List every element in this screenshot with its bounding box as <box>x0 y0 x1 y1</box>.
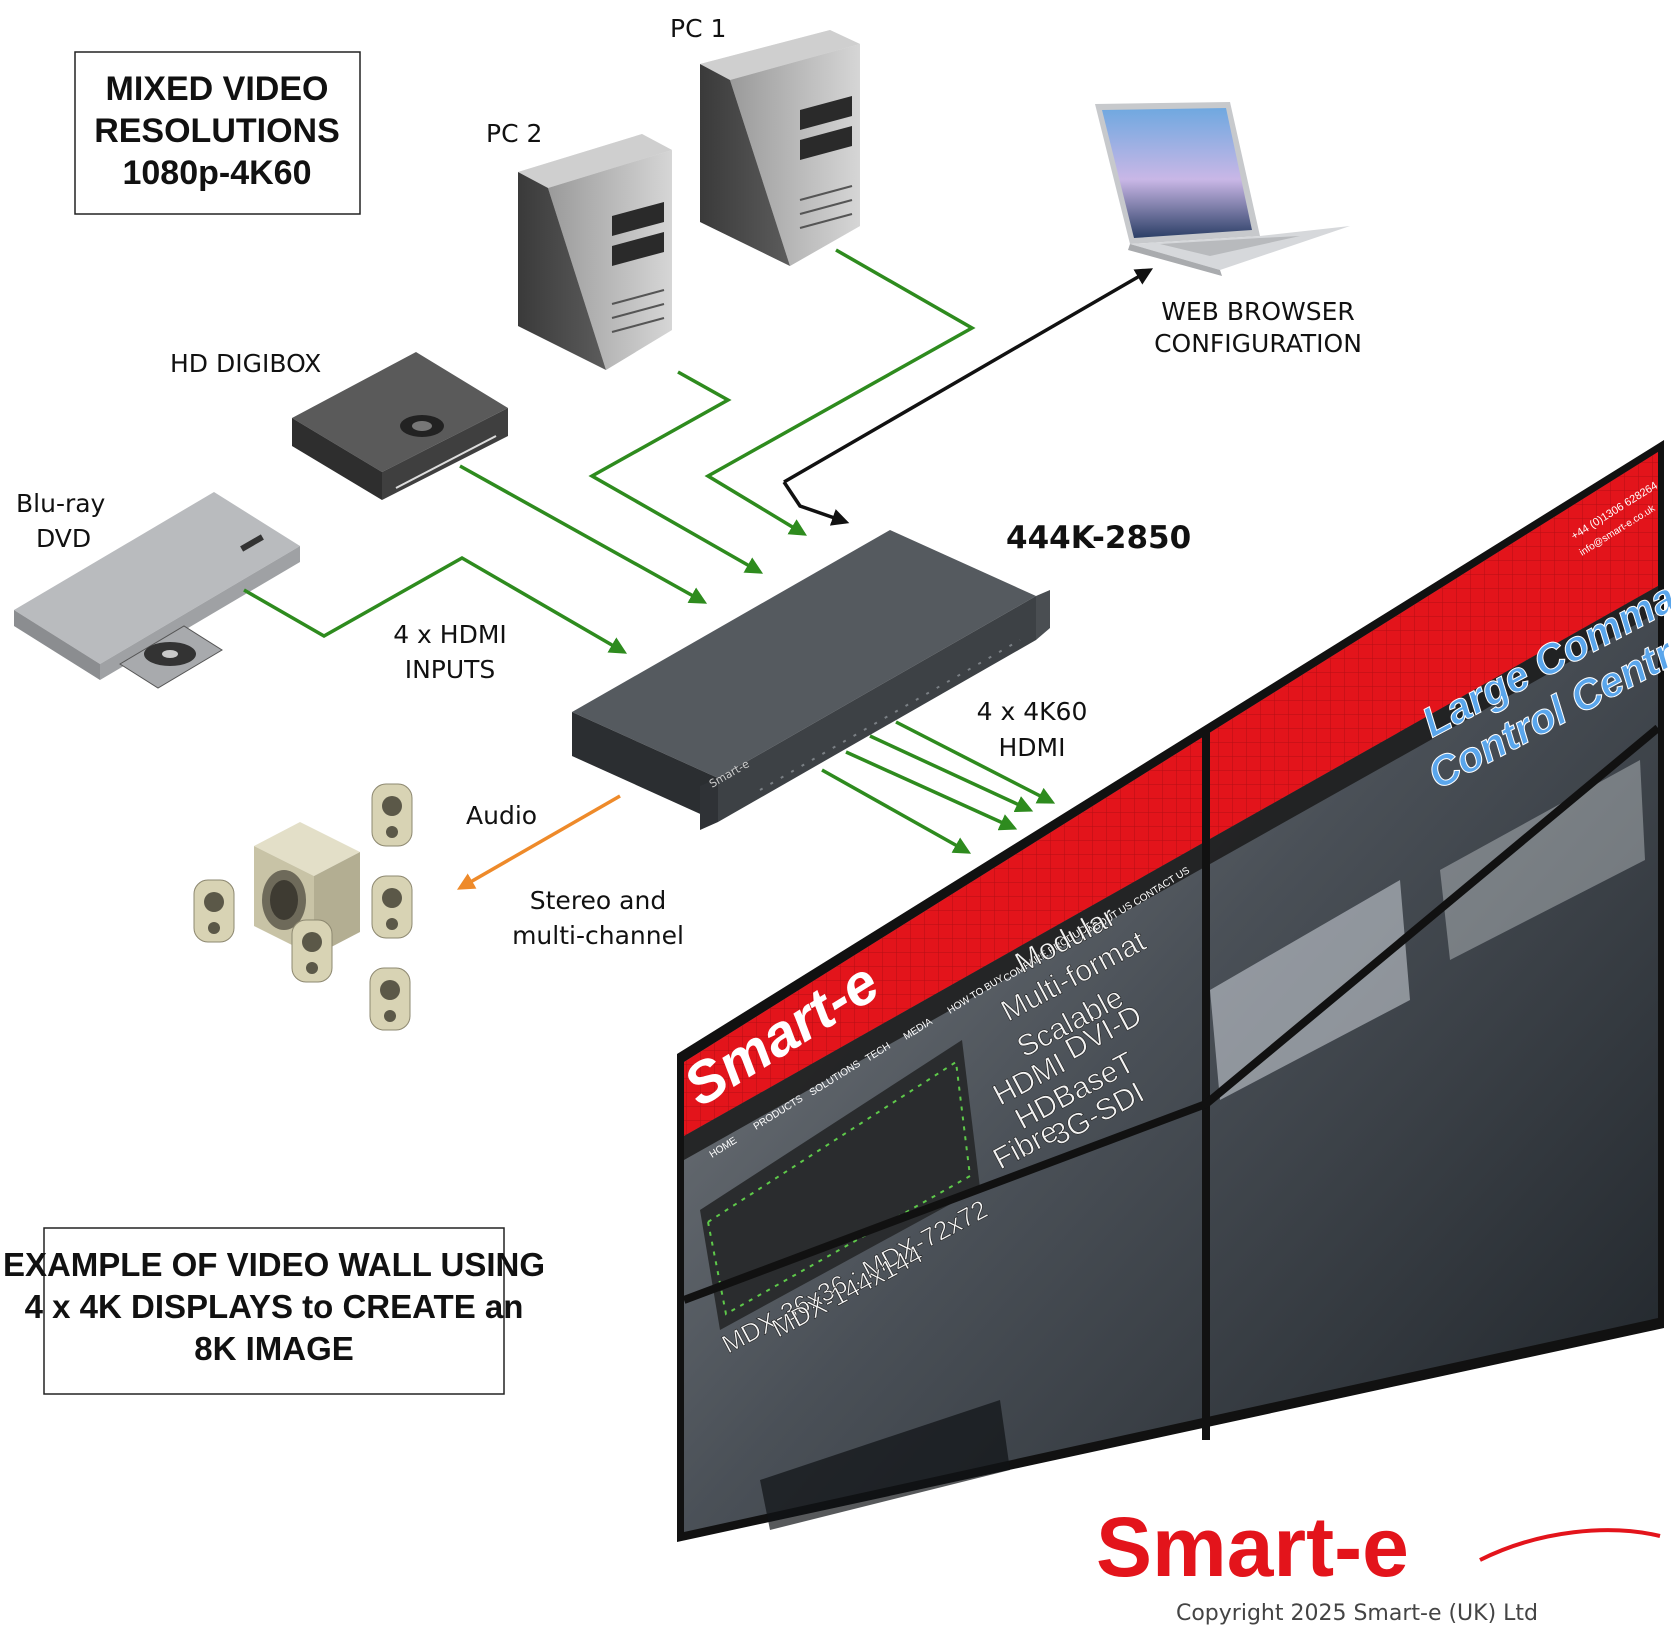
audio-desc-line2: multi-channel <box>512 921 684 950</box>
logo-text: Smart-e <box>1096 1500 1409 1594</box>
outputs-label-line1: 4 x 4K60 <box>977 697 1088 726</box>
resolutions-line3: 1080p-4K60 <box>122 154 311 192</box>
pc1-to-matrix-link <box>704 248 976 536</box>
hdmi-output-1 <box>821 768 972 854</box>
pc2-label: PC 2 <box>486 119 542 148</box>
bluray-icon <box>14 492 300 689</box>
connection-lines <box>243 248 1154 890</box>
pc2-to-matrix-link <box>588 370 764 574</box>
outputs-label-line2: HDMI <box>999 733 1066 762</box>
laptop-label-line1: WEB BROWSER <box>1161 297 1355 326</box>
video-wall-example-box: EXAMPLE OF VIDEO WALL USING 4 x 4K DISPL… <box>3 1227 545 1395</box>
laptop-icon <box>1095 102 1350 276</box>
web-config-link <box>783 268 1154 484</box>
bluray-label-line2: DVD <box>36 524 91 553</box>
digibox-label: HD DIGIBOX <box>170 349 321 378</box>
example-line3: 8K IMAGE <box>194 1330 354 1367</box>
matrix-switch-icon: Smart-e <box>572 530 1050 830</box>
inputs-label-line1: 4 x HDMI <box>393 620 507 649</box>
audio-label: Audio <box>466 801 537 830</box>
pc1-label: PC 1 <box>670 14 726 43</box>
resolutions-line2: RESOLUTIONS <box>94 112 340 150</box>
matrix-label: 444K-2850 <box>1006 520 1191 556</box>
example-line2: 4 x 4K DISPLAYS to CREATE an <box>25 1288 524 1325</box>
video-wall: Smart-e HOME PRODUCTS SOLUTIONS TECH MED… <box>672 440 1671 1542</box>
smart-e-logo: Smart-e <box>1096 1500 1661 1594</box>
bluray-label-line1: Blu-ray <box>16 489 106 518</box>
audio-link <box>456 794 621 890</box>
pc2-tower-icon <box>518 134 672 370</box>
resolutions-line1: MIXED VIDEO <box>106 70 329 108</box>
resolutions-box: MIXED VIDEO RESOLUTIONS 1080p-4K60 <box>74 51 361 215</box>
hdmi-output-4 <box>895 720 1056 804</box>
copyright-text: Copyright 2025 Smart-e (UK) Ltd <box>1176 1601 1538 1626</box>
inputs-label-line2: INPUTS <box>405 655 496 684</box>
hdmi-output-2 <box>845 750 1018 831</box>
digibox-icon <box>292 352 508 500</box>
example-line1: EXAMPLE OF VIDEO WALL USING <box>3 1246 545 1283</box>
speakers-icon <box>193 783 413 1031</box>
laptop-label-line2: CONFIGURATION <box>1154 329 1362 358</box>
audio-desc-line1: Stereo and <box>530 886 666 915</box>
digibox-to-matrix-link <box>459 464 708 604</box>
web-config-link-return <box>782 481 850 526</box>
bluray-to-matrix-link <box>243 555 628 654</box>
hdmi-output-3 <box>869 734 1034 813</box>
pc1-tower-icon <box>700 30 860 266</box>
